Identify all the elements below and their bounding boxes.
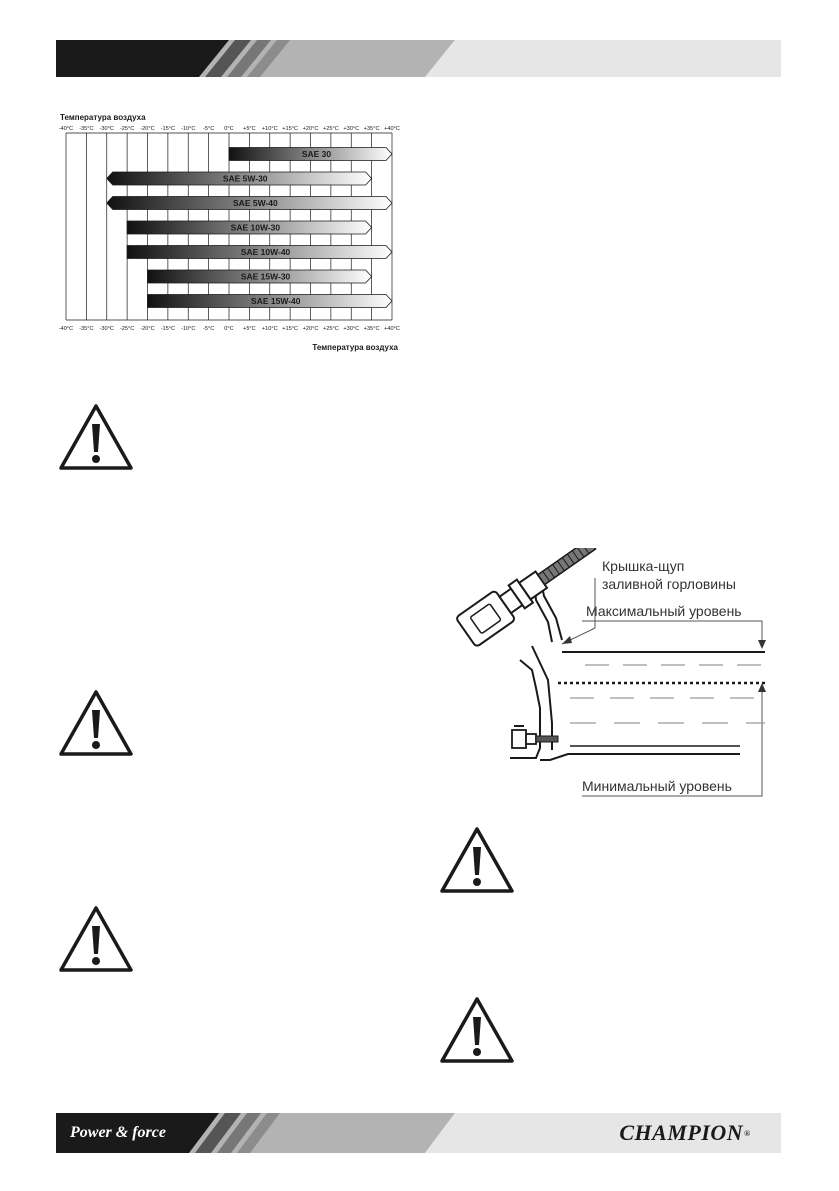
- footer-band: [0, 1113, 839, 1158]
- tick-label-bottom: +35°C: [364, 326, 380, 332]
- tick-label-bottom: -20°C: [140, 326, 154, 332]
- tick-label-bottom: -30°C: [100, 326, 114, 332]
- tick-label-top: +15°C: [282, 126, 298, 132]
- tick-label-top: -10°C: [181, 126, 195, 132]
- range-bar: [147, 294, 393, 308]
- tick-label-bottom: +10°C: [262, 326, 278, 332]
- tick-label-top: -40°C: [59, 126, 73, 132]
- tick-label-top: -20°C: [140, 126, 154, 132]
- label-max-level: Максимальный уровень: [586, 603, 742, 619]
- range-bar-label: SAE 15W-30: [241, 272, 291, 282]
- warning-icon: [438, 995, 516, 1065]
- tick-label-top: -30°C: [100, 126, 114, 132]
- tick-label-bottom: -25°C: [120, 326, 134, 332]
- tick-label-top: -15°C: [161, 126, 175, 132]
- registered-mark: ®: [744, 1128, 751, 1138]
- warning-icon: [438, 825, 516, 895]
- label-min-level: Минимальный уровень: [582, 778, 732, 794]
- label-cap-line2: заливной горловины: [602, 576, 736, 592]
- tick-label-bottom: -15°C: [161, 326, 175, 332]
- tick-label-top: +35°C: [364, 126, 380, 132]
- tick-label-top: -5°C: [203, 126, 214, 132]
- tick-label-top: 0°C: [224, 126, 233, 132]
- tick-label-bottom: -35°C: [79, 326, 93, 332]
- range-bar-label: SAE 15W-40: [251, 296, 301, 306]
- warning-icon: [57, 402, 135, 472]
- tick-label-top: -35°C: [79, 126, 93, 132]
- warning-icon: [57, 688, 135, 758]
- oil-level-figure: Крышка-щуп заливной горловины Максимальн…: [440, 548, 780, 803]
- tick-label-top: +5°C: [243, 126, 256, 132]
- warning-icon: [57, 904, 135, 974]
- tick-label-bottom: +15°C: [282, 326, 298, 332]
- tick-label-bottom: +5°C: [243, 326, 256, 332]
- tick-label-bottom: +30°C: [343, 326, 359, 332]
- footer-slogan: Power & force: [70, 1124, 166, 1141]
- range-bar: [106, 171, 373, 186]
- tick-label-top: +30°C: [343, 126, 359, 132]
- label-cap-line1: Крышка-щуп: [602, 558, 684, 574]
- tick-label-bottom: +25°C: [323, 326, 339, 332]
- range-bar-label: SAE 5W-40: [233, 198, 278, 208]
- range-bar: [147, 269, 373, 284]
- range-bar: [228, 147, 393, 161]
- tick-label-top: +10°C: [262, 126, 278, 132]
- tick-label-top: +25°C: [323, 126, 339, 132]
- range-bar: [126, 245, 393, 259]
- tick-label-bottom: -5°C: [203, 326, 214, 332]
- range-bar-label: SAE 30: [302, 149, 332, 159]
- chart-xlabel: Температура воздуха: [312, 343, 398, 352]
- oil-viscosity-chart: Температура воздуха Температура воздуха …: [56, 108, 408, 354]
- champion-logo: CHAMPION®: [590, 1113, 780, 1153]
- range-bar: [106, 196, 393, 210]
- tick-label-top: -25°C: [120, 126, 134, 132]
- brand-name: CHAMPION: [619, 1120, 744, 1145]
- range-bar-label: SAE 10W-30: [231, 223, 281, 233]
- tick-label-bottom: +40°C: [384, 326, 400, 332]
- range-bar: [126, 220, 373, 235]
- tick-label-bottom: -10°C: [181, 326, 195, 332]
- tick-label-bottom: +20°C: [303, 326, 319, 332]
- tick-label-bottom: -40°C: [59, 326, 73, 332]
- chart-title: Температура воздуха: [60, 113, 146, 122]
- range-bar-label: SAE 5W-30: [223, 174, 268, 184]
- tick-label-top: +20°C: [303, 126, 319, 132]
- tick-label-bottom: 0°C: [224, 326, 233, 332]
- range-bar-label: SAE 10W-40: [241, 247, 291, 257]
- tick-label-top: +40°C: [384, 126, 400, 132]
- header-band: [0, 0, 839, 85]
